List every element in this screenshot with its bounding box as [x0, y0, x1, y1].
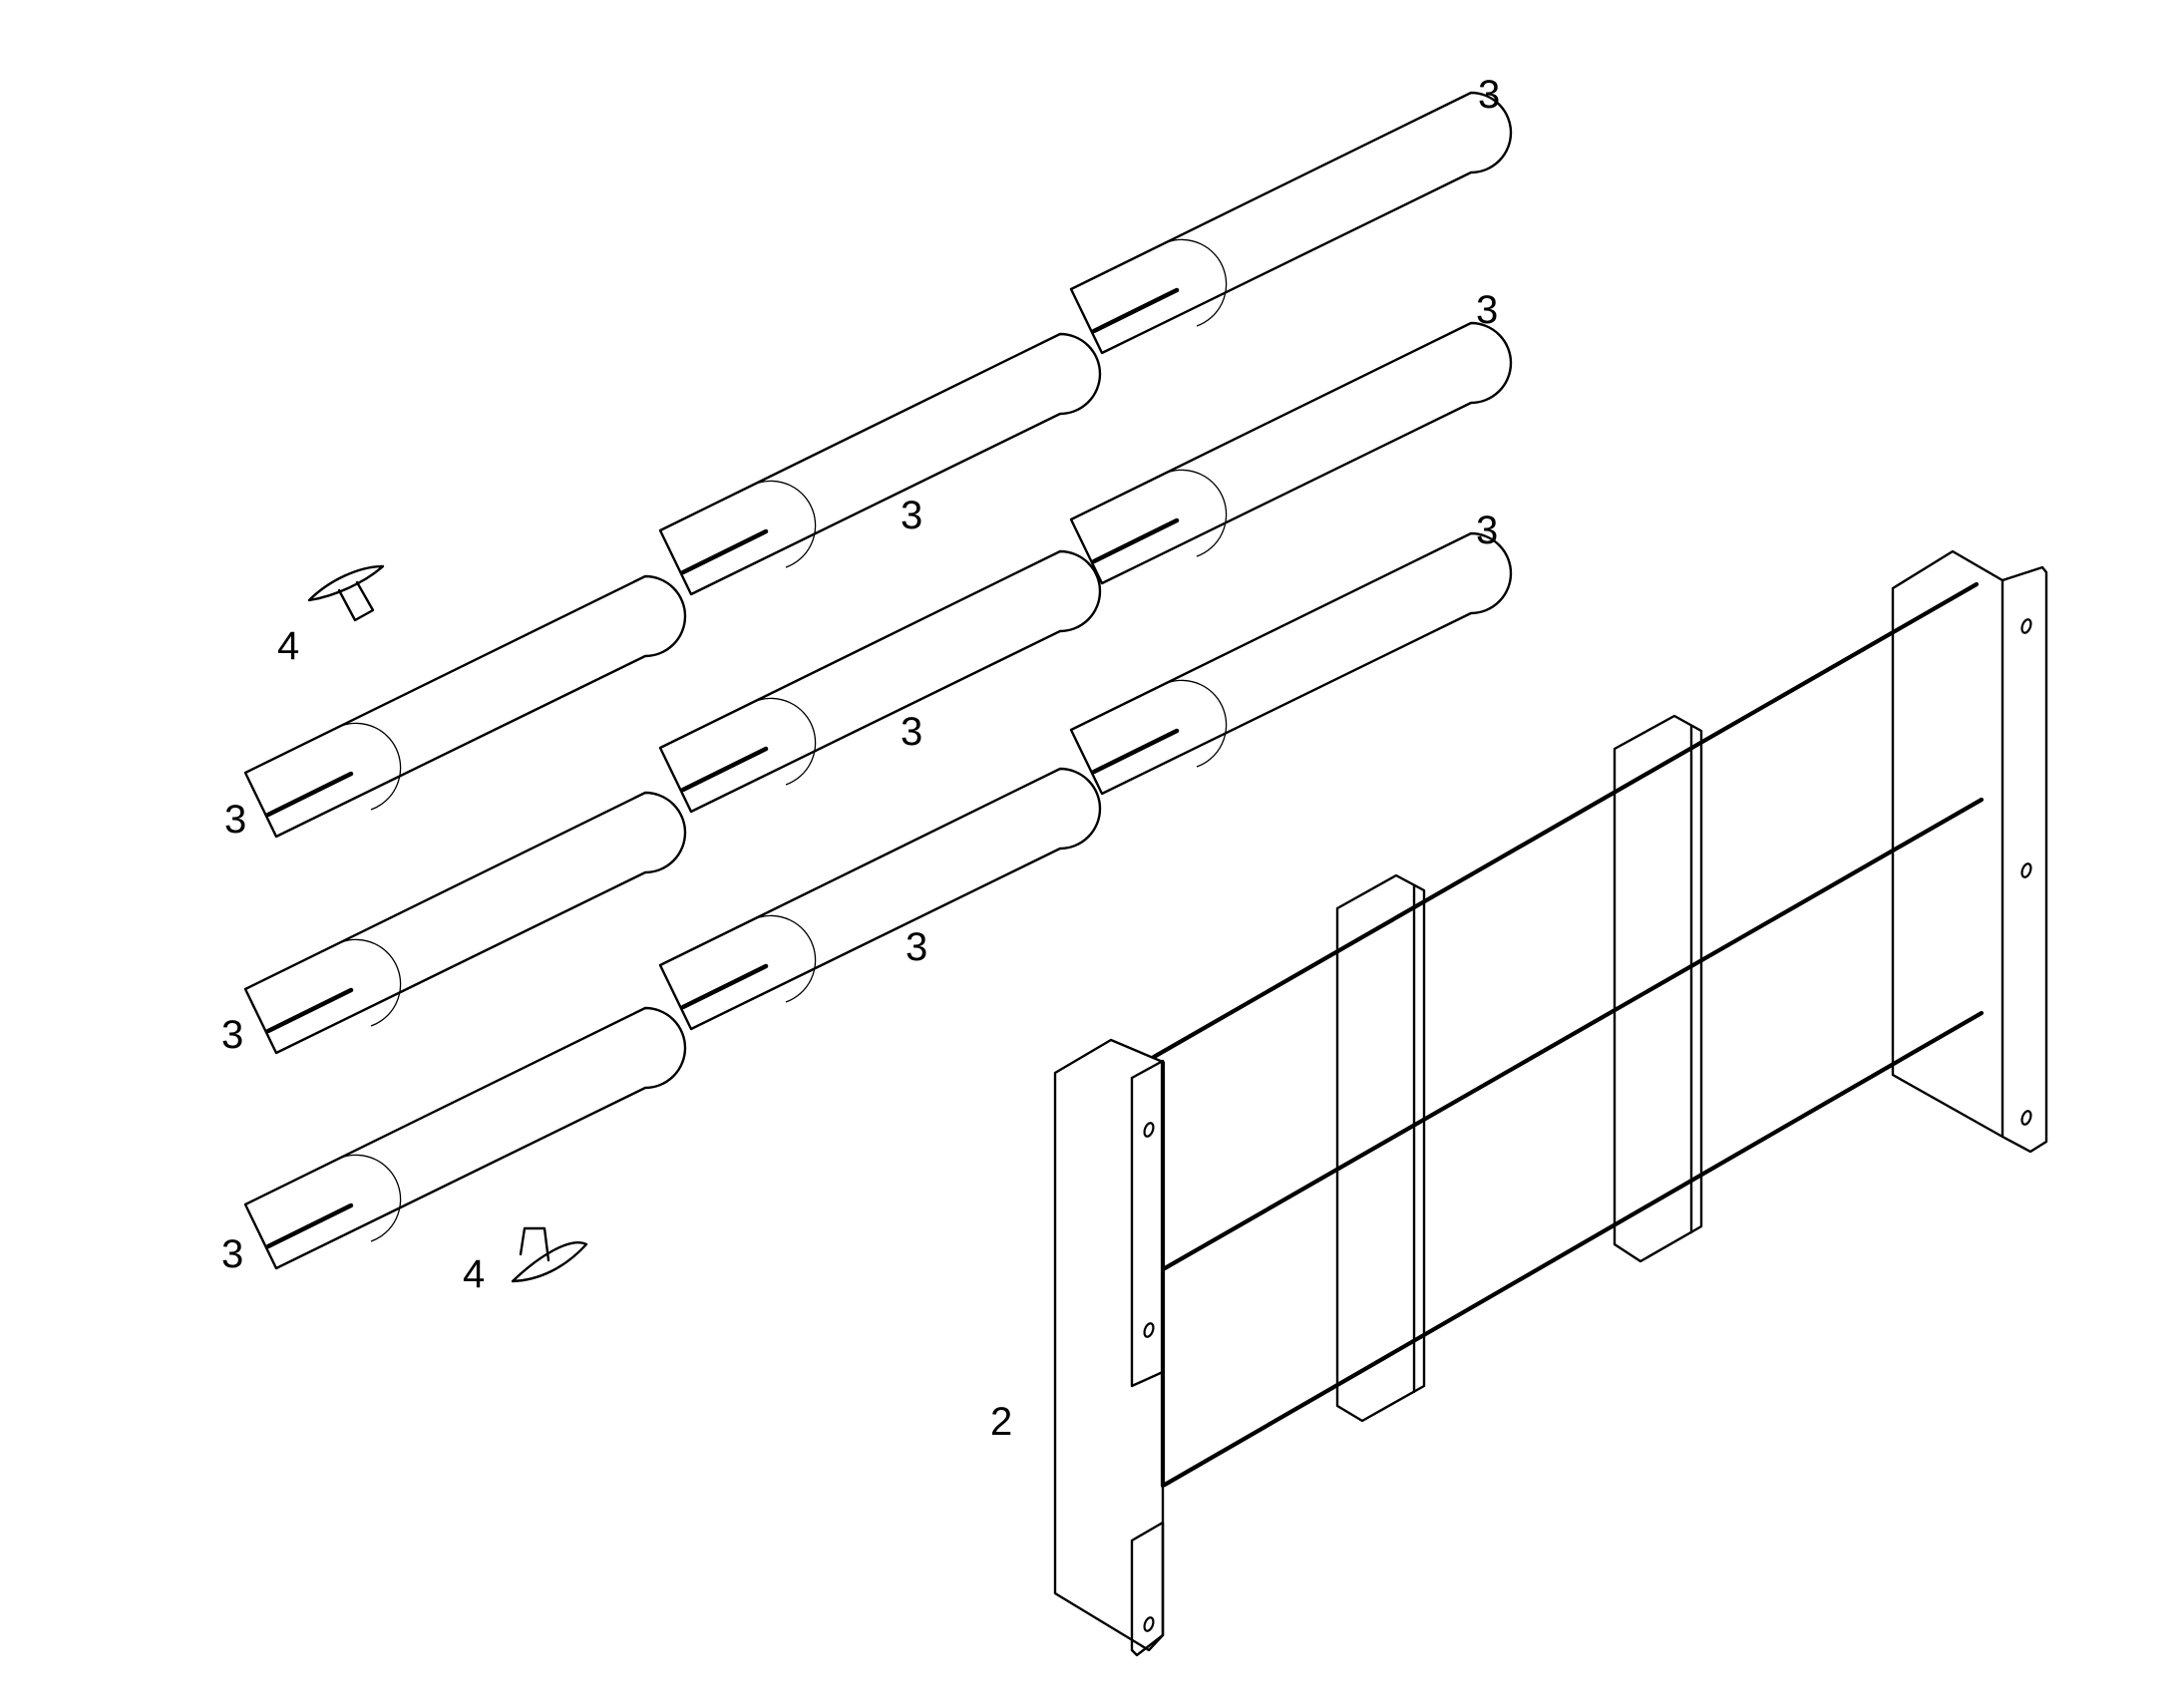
tube-low-left [245, 1008, 685, 1268]
tube-mid-left [245, 793, 685, 1053]
tube-mid-center [660, 551, 1100, 812]
tube-top-right [1071, 93, 1511, 353]
tube-top-center [660, 334, 1100, 594]
cap-top [307, 564, 385, 622]
cap-bottom [511, 1226, 588, 1283]
callout-tube-top-left: 3 [224, 798, 246, 842]
tube-low-center [660, 769, 1100, 1029]
wire-frame [1053, 549, 2048, 1657]
callout-tube-mid-left: 3 [221, 1013, 243, 1057]
callout-tube-low-center: 3 [906, 925, 927, 969]
spacer-plate-right [1613, 714, 1703, 1263]
spacer-plate-left [1335, 873, 1426, 1423]
callout-cap-top: 4 [277, 624, 299, 668]
callout-tube-low-left: 3 [221, 1232, 243, 1276]
callout-frame: 2 [990, 1400, 1012, 1444]
tube-top-left [245, 576, 685, 837]
callout-tube-top-center: 3 [901, 494, 922, 537]
tube-low-right [1071, 533, 1511, 794]
callout-tube-top-right: 3 [1478, 73, 1500, 117]
callout-tube-mid-center: 3 [901, 710, 922, 754]
tube-mid-right [1071, 323, 1511, 583]
left-bracket [1053, 1038, 1165, 1652]
callout-tube-mid-right: 3 [1476, 288, 1498, 332]
right-bracket [1891, 549, 2048, 1154]
callout-tube-low-right: 3 [1476, 509, 1498, 552]
callout-cap-bottom: 4 [463, 1252, 485, 1296]
